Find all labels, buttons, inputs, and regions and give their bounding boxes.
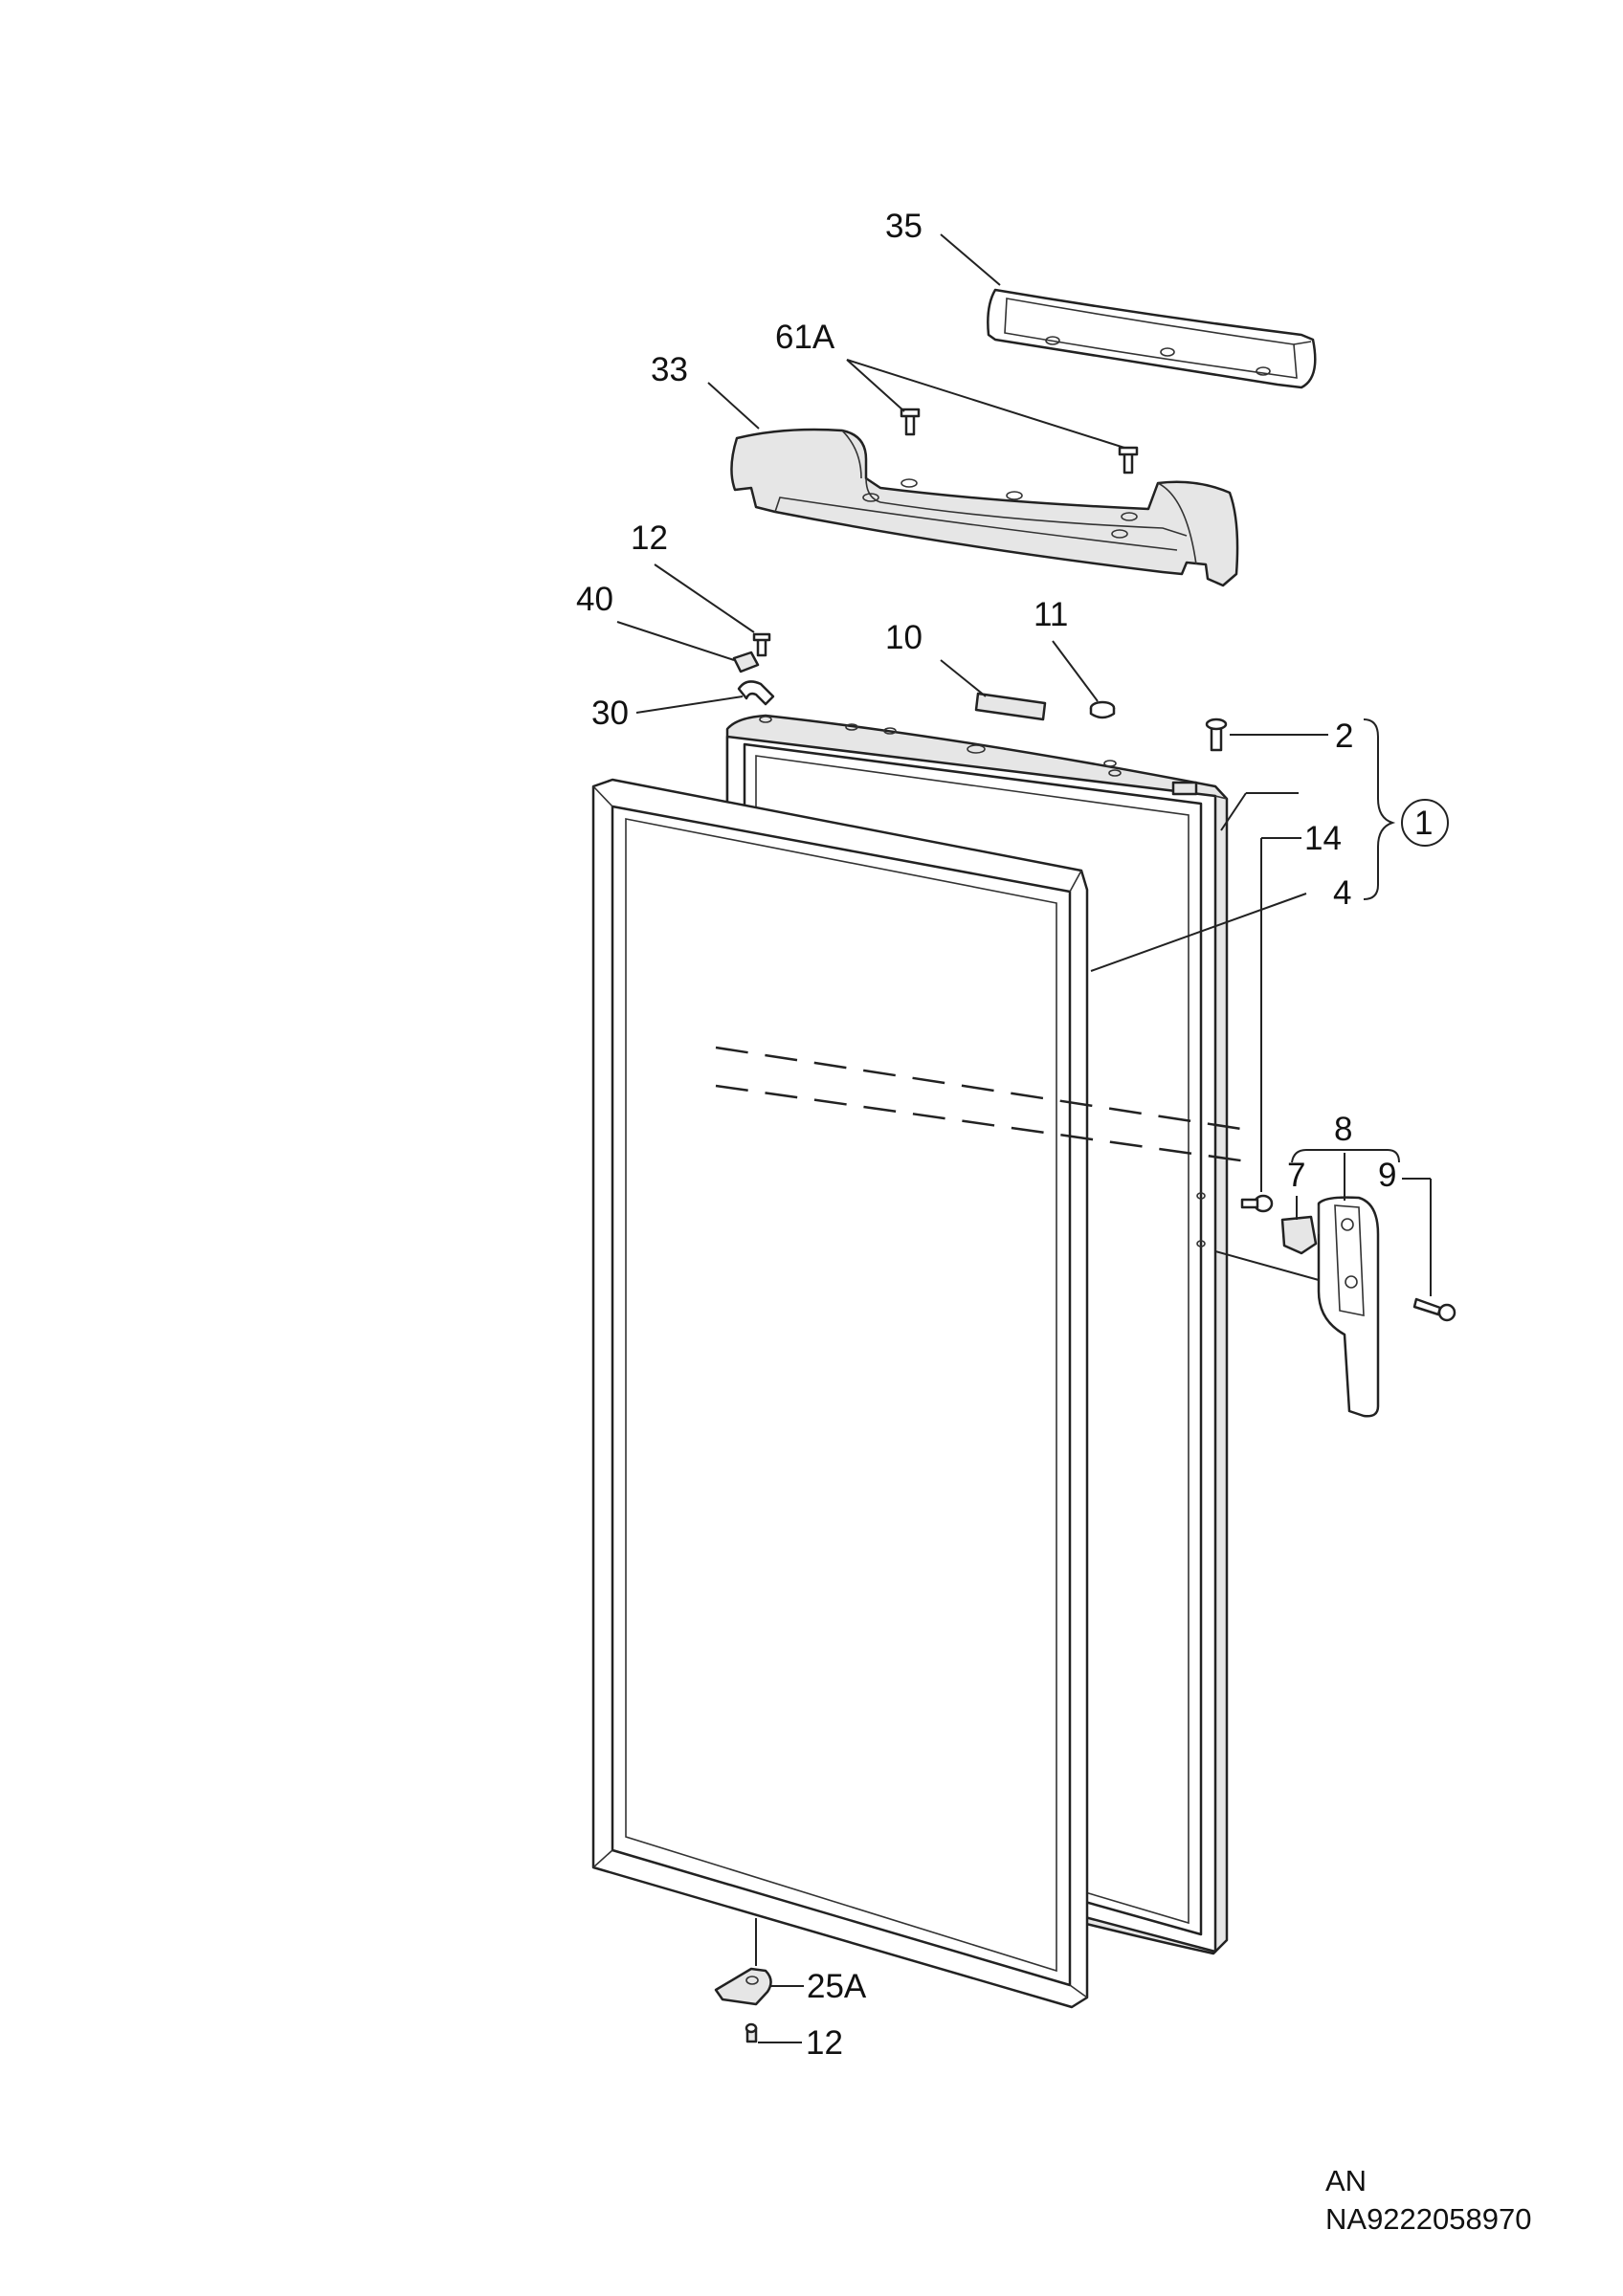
part-30-hinge-bushing: [737, 680, 775, 706]
callout-8: 8: [1334, 1111, 1352, 1148]
callout-2: 2: [1335, 718, 1353, 755]
break-lines: [715, 1046, 1255, 1164]
part-40-clip: [732, 651, 760, 673]
part-33-trim-housing: [730, 428, 1239, 587]
part-25A-bottom-hinge: [714, 1967, 772, 2006]
part-14-screw: [1240, 1194, 1274, 1213]
leader-lines: [616, 233, 1432, 2043]
part-12-screw-bottom: [745, 2022, 758, 2043]
callout-61A: 61A: [775, 319, 835, 356]
part-10-magnet-strip: [974, 692, 1047, 721]
part-11-plug: [1089, 700, 1116, 719]
callout-9: 9: [1378, 1157, 1396, 1194]
footer-code-number: NA9222058970: [1325, 2202, 1531, 2236]
part-8-handle: [1317, 1196, 1380, 1418]
part-12-screw-top: [752, 632, 771, 657]
footer-codes: AN NA9222058970: [1325, 2164, 1531, 2236]
assembly-brace: [1363, 718, 1449, 900]
part-35-top-trim: [987, 288, 1317, 389]
callout-30: 30: [591, 695, 629, 732]
callout-1: 1: [1414, 805, 1433, 842]
callout-12-top: 12: [631, 519, 668, 557]
callout-7: 7: [1287, 1157, 1305, 1194]
callout-14: 14: [1304, 820, 1342, 857]
callout-25A: 25A: [807, 1968, 867, 2005]
callout-labels: 35 61A 33 12 40 10 11 30 2 1 14 4 8 7 9 …: [576, 208, 1433, 2062]
part-9-screw: [1412, 1297, 1456, 1322]
callout-12-bottom: 12: [806, 2024, 843, 2062]
callout-11: 11: [1034, 596, 1068, 633]
callout-35: 35: [885, 208, 923, 245]
callout-4: 4: [1333, 874, 1351, 912]
door-gasket: [591, 778, 1089, 2009]
callout-33: 33: [651, 351, 688, 388]
part-7-latch-cover: [1280, 1215, 1318, 1255]
callout-40: 40: [576, 581, 613, 618]
callout-10: 10: [885, 619, 923, 656]
footer-code-an: AN: [1325, 2164, 1367, 2197]
part-61A-screws: [900, 408, 1139, 475]
part-2-hinge-pin: [1205, 718, 1228, 752]
